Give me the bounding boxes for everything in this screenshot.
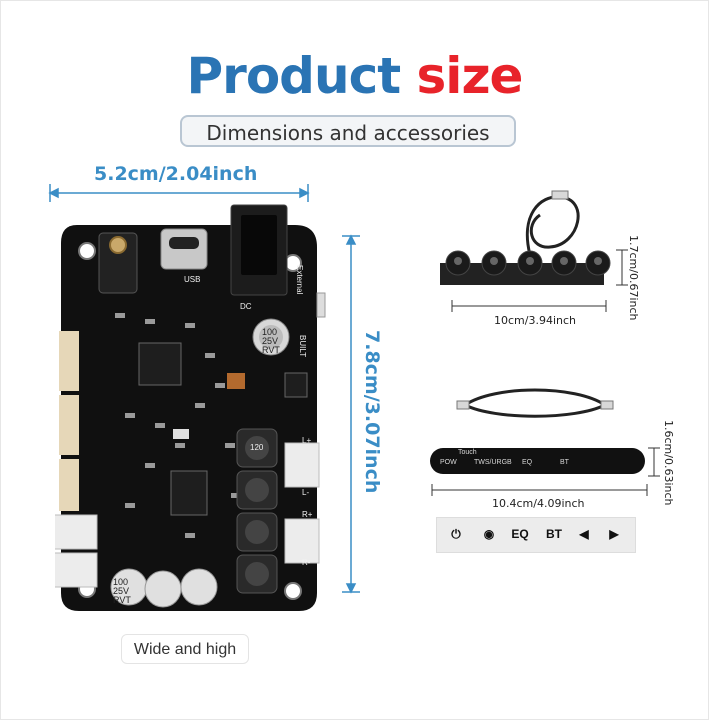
prev-icon: ◀	[579, 527, 589, 541]
subtitle-pill: Dimensions and accessories	[180, 115, 516, 147]
knob-width-label: 10cm/3.94inch	[494, 314, 577, 327]
inductor-label: 120	[250, 443, 264, 452]
usb-label: USB	[184, 275, 201, 284]
touch-pow: POW	[440, 459, 457, 466]
touch-title: Touch	[458, 449, 477, 456]
l-plus-label: L+	[302, 436, 312, 445]
touch-bt: BT	[560, 459, 569, 466]
touch-panel-cable	[456, 388, 614, 418]
built-label: BUILT	[298, 335, 307, 358]
board-width-label: 5.2cm/2.04inch	[94, 163, 258, 185]
touch-panel	[430, 448, 645, 474]
title-word-product: Product	[186, 47, 402, 105]
r-plus-label: R+	[302, 510, 313, 519]
dc-label: DC	[240, 302, 252, 311]
mode-icon: ◉	[483, 527, 495, 541]
next-icon: ▶	[609, 527, 619, 541]
l-minus-label: L-	[302, 488, 310, 497]
knob-board	[440, 190, 611, 285]
sticker-eq: EQ	[511, 527, 529, 541]
sticker-bt: BT	[546, 527, 562, 541]
touch-eq: EQ	[522, 459, 533, 466]
page-title: Product size	[0, 46, 709, 106]
board-height-label: 7.8cm/3.07inch	[361, 330, 383, 494]
sticker-strip	[436, 517, 636, 553]
audio-amplifier-board	[55, 204, 326, 611]
touch-width-label: 10.4cm/4.09inch	[492, 497, 585, 510]
r-minus-label: R-	[302, 558, 311, 567]
touch-tws: TWS/URGB	[474, 459, 512, 466]
board-caption: Wide and high	[121, 634, 249, 664]
power-icon: ⏻	[451, 527, 461, 541]
knob-height-label: 1.7cm/0.67inch	[627, 235, 640, 321]
title-word-size: size	[416, 47, 524, 105]
touch-height-label: 1.6cm/0.63inch	[662, 420, 675, 506]
external-label: External	[295, 265, 304, 295]
